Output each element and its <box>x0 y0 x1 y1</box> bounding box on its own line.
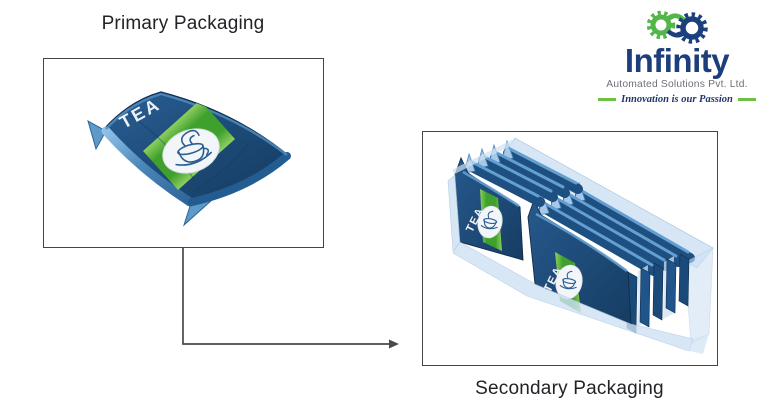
teacup-icon <box>175 129 212 166</box>
label-medallion <box>477 205 503 239</box>
teacup-icon <box>559 270 577 290</box>
gear-green-icon <box>646 10 676 40</box>
gear-navy-icon <box>676 12 708 44</box>
secondary-packaging-title: Secondary Packaging <box>475 378 664 399</box>
label-medallion <box>162 128 220 174</box>
tray-front <box>447 139 709 354</box>
logo-tagline: Innovation is our Passion <box>598 94 756 105</box>
arrowhead <box>389 339 399 349</box>
logo-tagline-text: Innovation is our Passion <box>621 94 733 105</box>
tea-pouch: TEA <box>101 91 291 207</box>
tray-right-end <box>626 247 714 345</box>
teacup-icon <box>480 210 498 230</box>
logo-subtitle-text: Automated Solutions Pvt. Ltd. <box>606 79 748 90</box>
front-pouch-left: TEA <box>454 156 524 261</box>
tagline-rule-left <box>598 98 617 101</box>
pouch-shiny-edge <box>101 126 195 207</box>
secondary-packaging-panel: TEA TEA <box>422 131 718 366</box>
primary-packet-illustration: TEA <box>87 91 291 227</box>
primary-packaging-panel: TEA <box>43 58 324 248</box>
logo-brand-text: Infinity <box>624 42 730 79</box>
secondary-tray-illustration: TEA TEA <box>447 132 714 354</box>
elbow-arrow-icon <box>182 247 399 349</box>
pouch-left-crimp-fin <box>87 119 107 151</box>
infinity-gears-icon <box>646 10 708 44</box>
primary-packaging-title: Primary Packaging <box>101 13 265 34</box>
infinity-logo: Infinity Automated Solutions Pvt. Ltd. I… <box>598 8 756 105</box>
tagline-rule-right <box>737 98 756 101</box>
